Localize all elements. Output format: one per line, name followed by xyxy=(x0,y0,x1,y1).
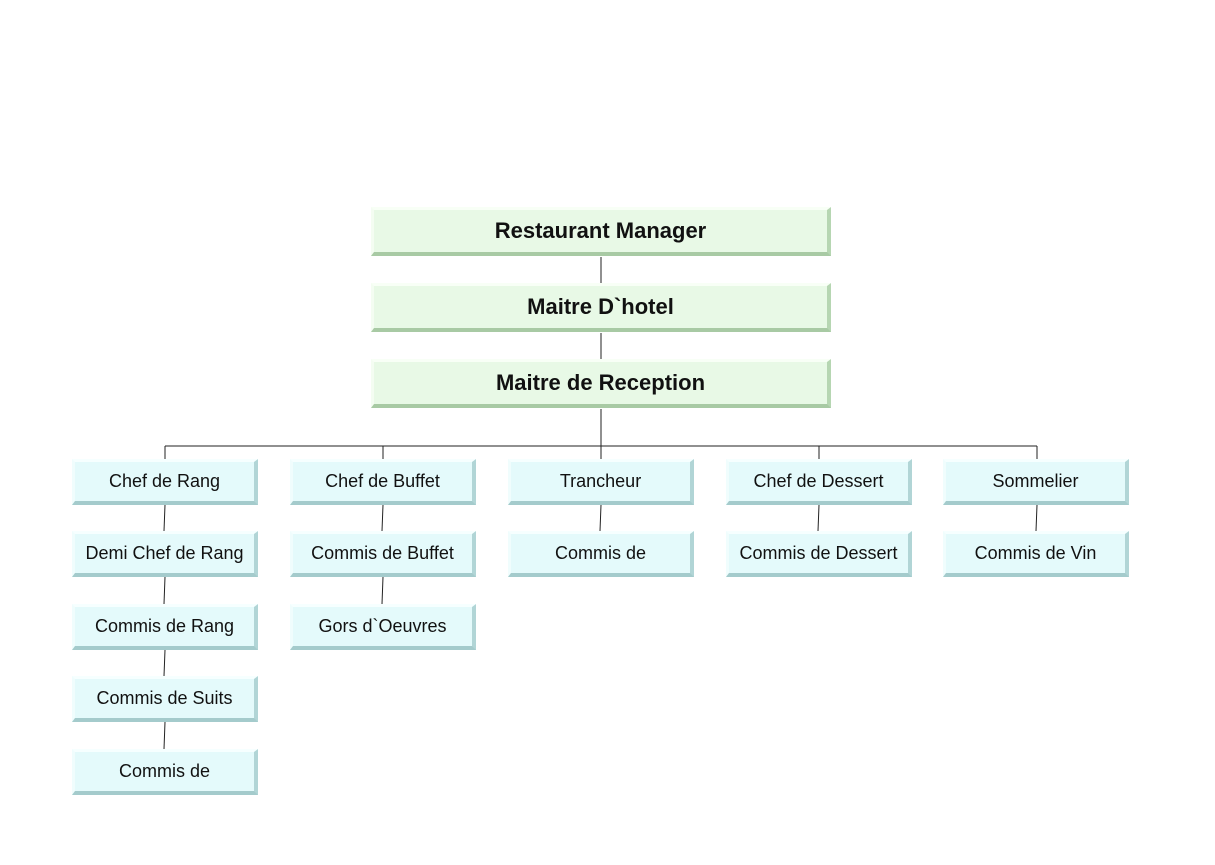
node-label: Chef de Rang xyxy=(108,471,221,491)
node-label: Commis de Rang xyxy=(94,616,235,636)
node-maitre-d-hotel: Maitre D`hotel xyxy=(371,283,831,332)
node-commis-de-col3: Commis de xyxy=(508,531,694,577)
node-label: Commis de Suits xyxy=(96,688,233,708)
node-label: Commis de xyxy=(554,543,647,563)
node-label: Commis de Dessert xyxy=(739,543,898,563)
node-chef-de-rang: Chef de Rang xyxy=(72,459,258,505)
node-label: Demi Chef de Rang xyxy=(85,543,244,563)
node-chef-de-buffet: Chef de Buffet xyxy=(290,459,476,505)
node-label: Commis de Buffet xyxy=(311,543,454,563)
node-commis-de-dessert: Commis de Dessert xyxy=(726,531,912,577)
node-label: Commis de Vin xyxy=(974,543,1097,563)
node-chef-de-dessert: Chef de Dessert xyxy=(726,459,912,505)
node-commis-de-col1: Commis de xyxy=(72,749,258,795)
node-maitre-de-reception: Maitre de Reception xyxy=(371,359,831,408)
node-label: Gors d`Oeuvres xyxy=(318,616,447,636)
node-label: Chef de Dessert xyxy=(753,471,884,491)
node-label: Commis de xyxy=(118,761,211,781)
node-commis-de-suits: Commis de Suits xyxy=(72,676,258,722)
node-gors-d-oeuvres: Gors d`Oeuvres xyxy=(290,604,476,650)
node-commis-de-buffet: Commis de Buffet xyxy=(290,531,476,577)
node-label: Restaurant Manager xyxy=(494,218,707,243)
node-restaurant-manager: Restaurant Manager xyxy=(371,207,831,256)
node-demi-chef-de-rang: Demi Chef de Rang xyxy=(72,531,258,577)
node-label: Maitre de Reception xyxy=(495,370,706,395)
node-sommelier: Sommelier xyxy=(943,459,1129,505)
node-trancheur: Trancheur xyxy=(508,459,694,505)
node-label: Chef de Buffet xyxy=(325,471,440,491)
node-commis-de-rang: Commis de Rang xyxy=(72,604,258,650)
node-label: Sommelier xyxy=(992,471,1079,491)
node-label: Trancheur xyxy=(559,471,642,491)
node-commis-de-vin: Commis de Vin xyxy=(943,531,1129,577)
node-label: Maitre D`hotel xyxy=(527,294,674,319)
